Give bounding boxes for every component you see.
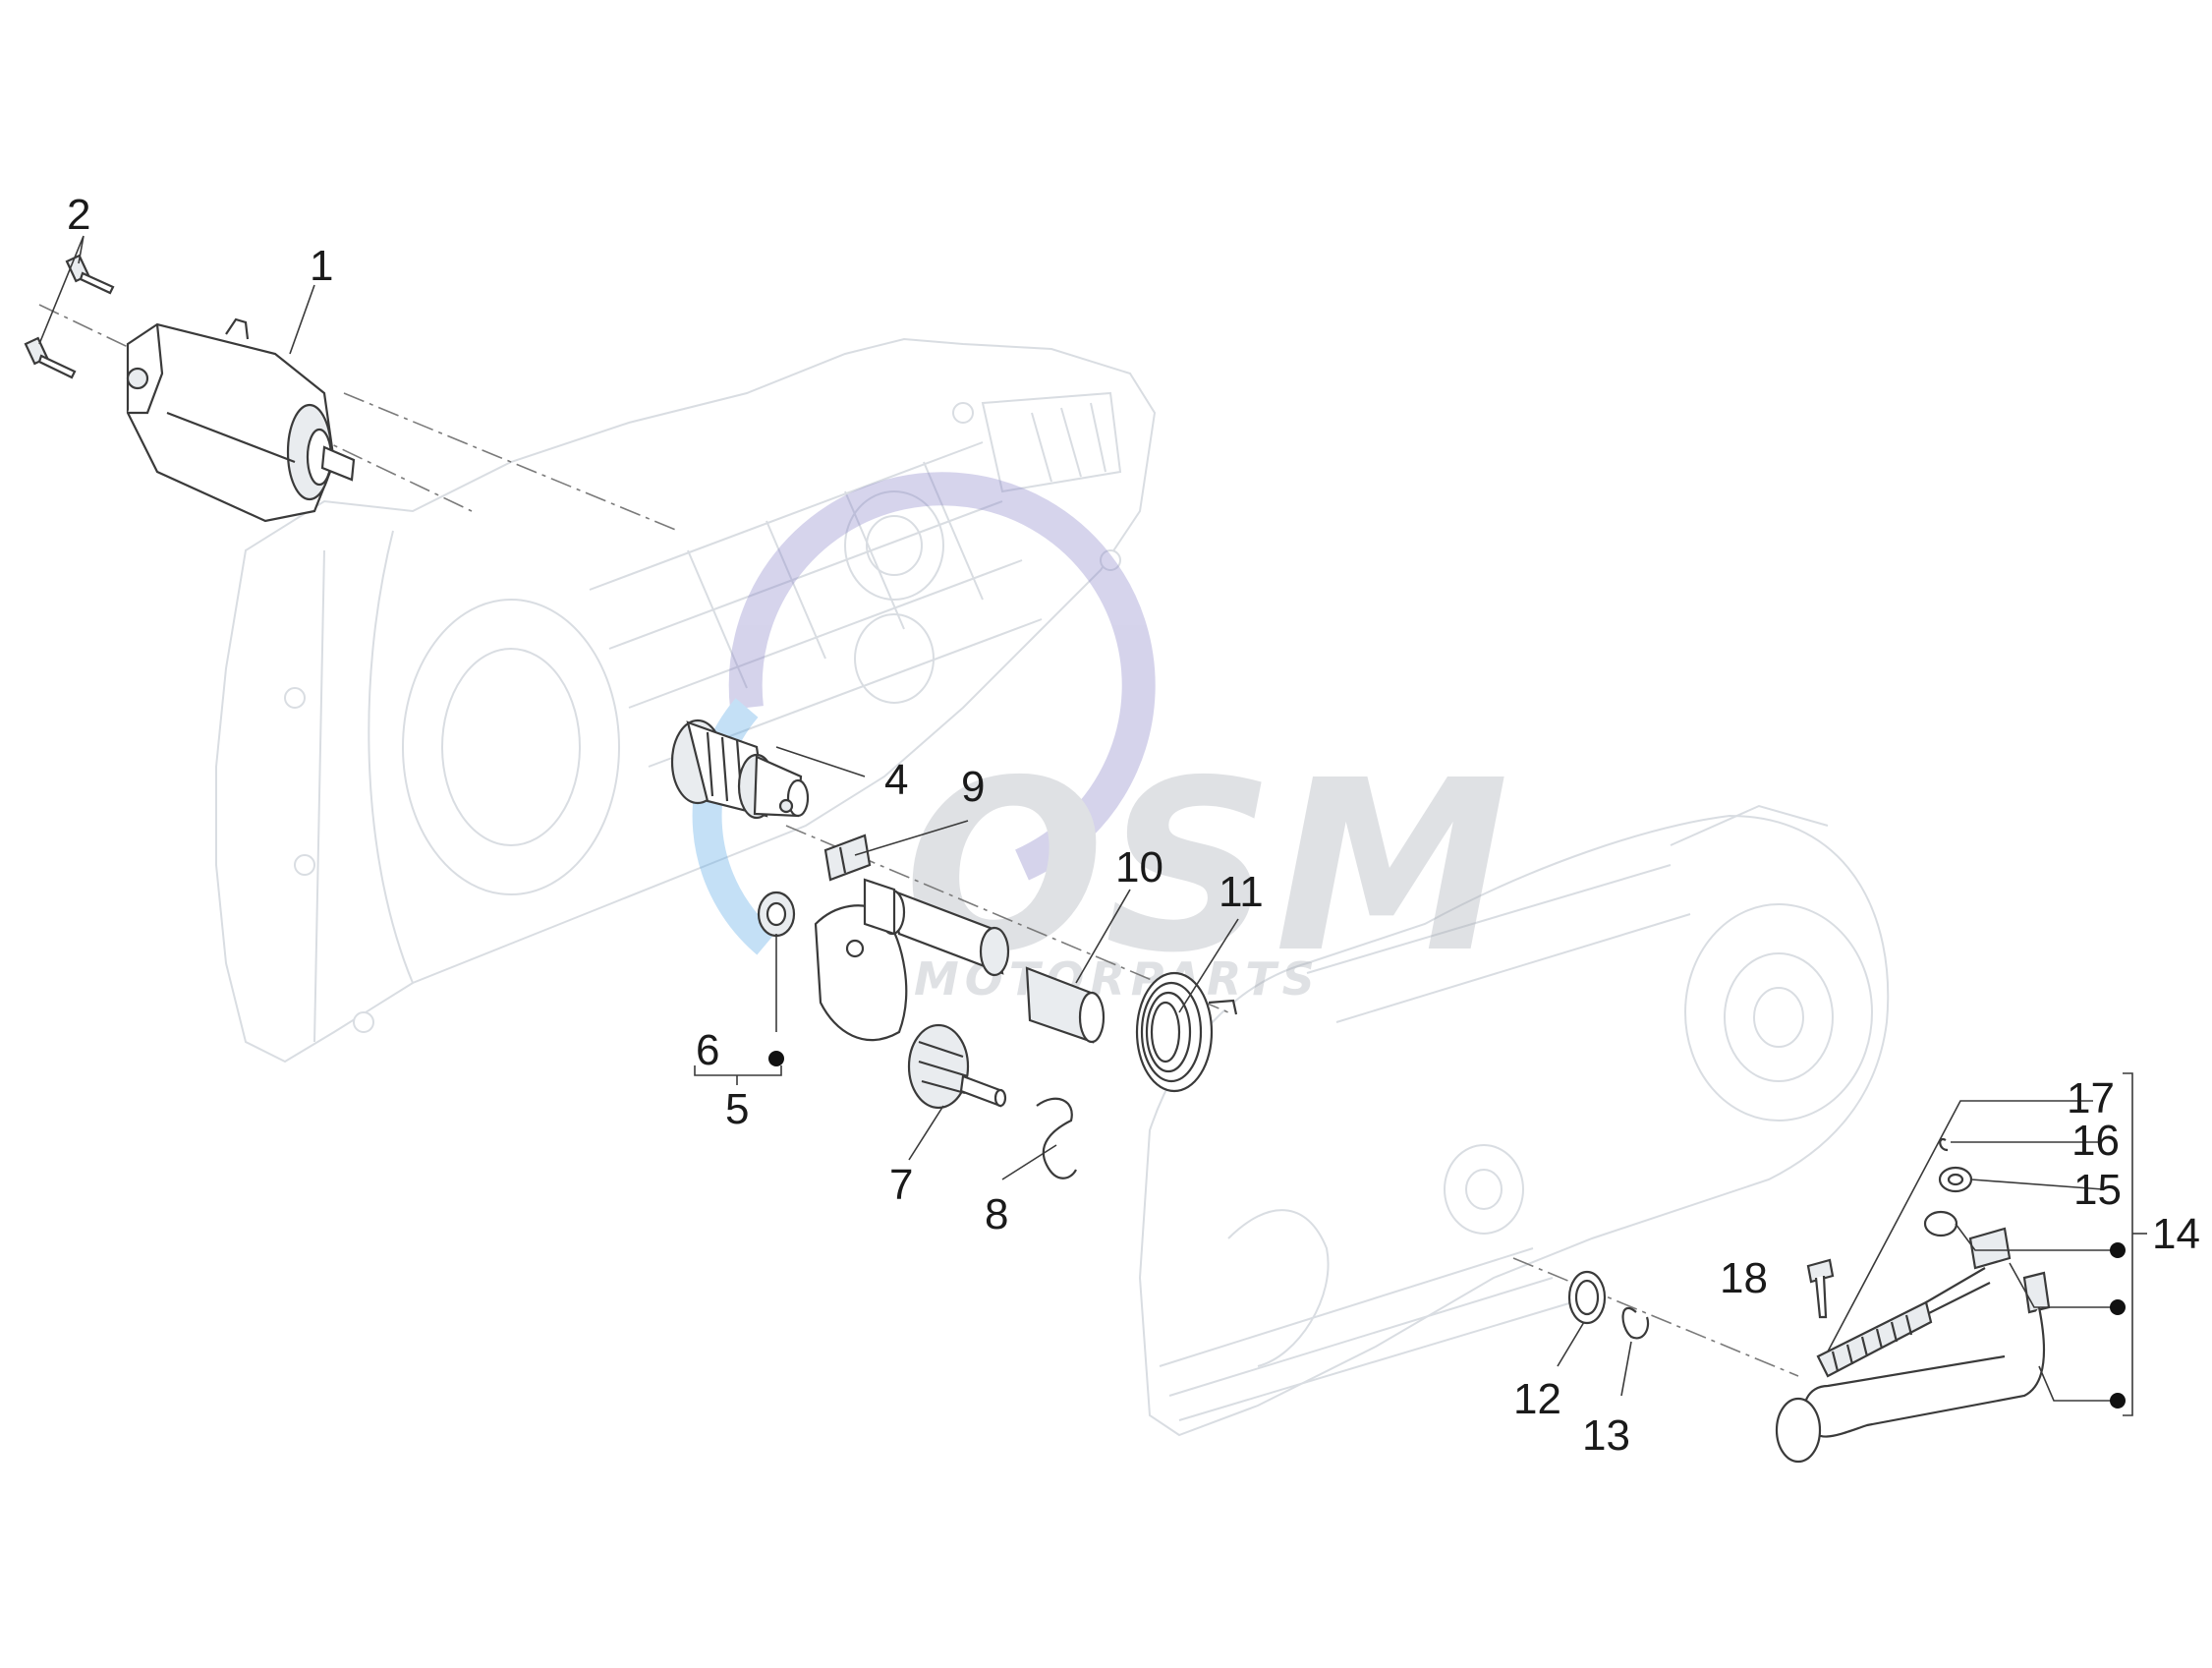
- part-10-bushing: [1025, 966, 1106, 1044]
- part-13-circlip: [1621, 1306, 1650, 1340]
- callout-17: 17: [2067, 1074, 2115, 1122]
- callout-9: 9: [961, 763, 985, 811]
- callout-16: 16: [2071, 1117, 2120, 1165]
- callout-15: 15: [2073, 1166, 2122, 1214]
- callout-12: 12: [1513, 1375, 1561, 1423]
- part-15-washer: [1938, 1166, 1973, 1193]
- part-14-kickstart-lever: [1775, 1210, 2051, 1464]
- callout-2: 2: [67, 191, 90, 239]
- crankcase-outline: [215, 337, 1157, 1064]
- part-9-clip: [823, 834, 872, 882]
- assembly-markers: [768, 1051, 2126, 1409]
- part-6-bushing: [757, 891, 796, 938]
- marker-dot: [2110, 1299, 2126, 1315]
- callout-8: 8: [985, 1190, 1008, 1238]
- callout-18: 18: [1720, 1254, 1768, 1302]
- callout-5: 5: [725, 1085, 749, 1133]
- part-12-washer: [1567, 1270, 1607, 1325]
- part-4-shaft-assembly: [670, 719, 810, 820]
- part-2-screws: [24, 254, 115, 379]
- callout-7: 7: [889, 1161, 913, 1209]
- part-16-clip: [1939, 1137, 1949, 1152]
- marker-dot: [768, 1051, 784, 1066]
- callout-13: 13: [1582, 1411, 1630, 1460]
- watermark-globe-arc: [728, 472, 1156, 881]
- leader-lines: [38, 235, 2147, 1416]
- callout-10: 10: [1115, 843, 1163, 892]
- callout-6: 6: [696, 1026, 719, 1074]
- part-8-wire-clip: [1036, 1097, 1077, 1179]
- callout-1: 1: [310, 242, 333, 290]
- part-18-bolt: [1806, 1258, 1835, 1319]
- marker-dot: [2110, 1393, 2126, 1409]
- callout-4: 4: [884, 756, 908, 804]
- transmission-cover-outline: [1138, 804, 1890, 1437]
- callout-labels: 1 2 4 5 6 7 8 9 10 11 12 13 14 15 16 17 …: [67, 191, 2200, 1460]
- marker-dot: [2110, 1242, 2126, 1258]
- kick-shaft: [863, 878, 1010, 977]
- part-5-plate: [814, 904, 908, 1042]
- callout-11: 11: [1219, 868, 1264, 916]
- callout-14: 14: [2152, 1210, 2200, 1258]
- part-1-starter-motor: [126, 317, 356, 523]
- part-7-gear: [907, 1023, 1007, 1110]
